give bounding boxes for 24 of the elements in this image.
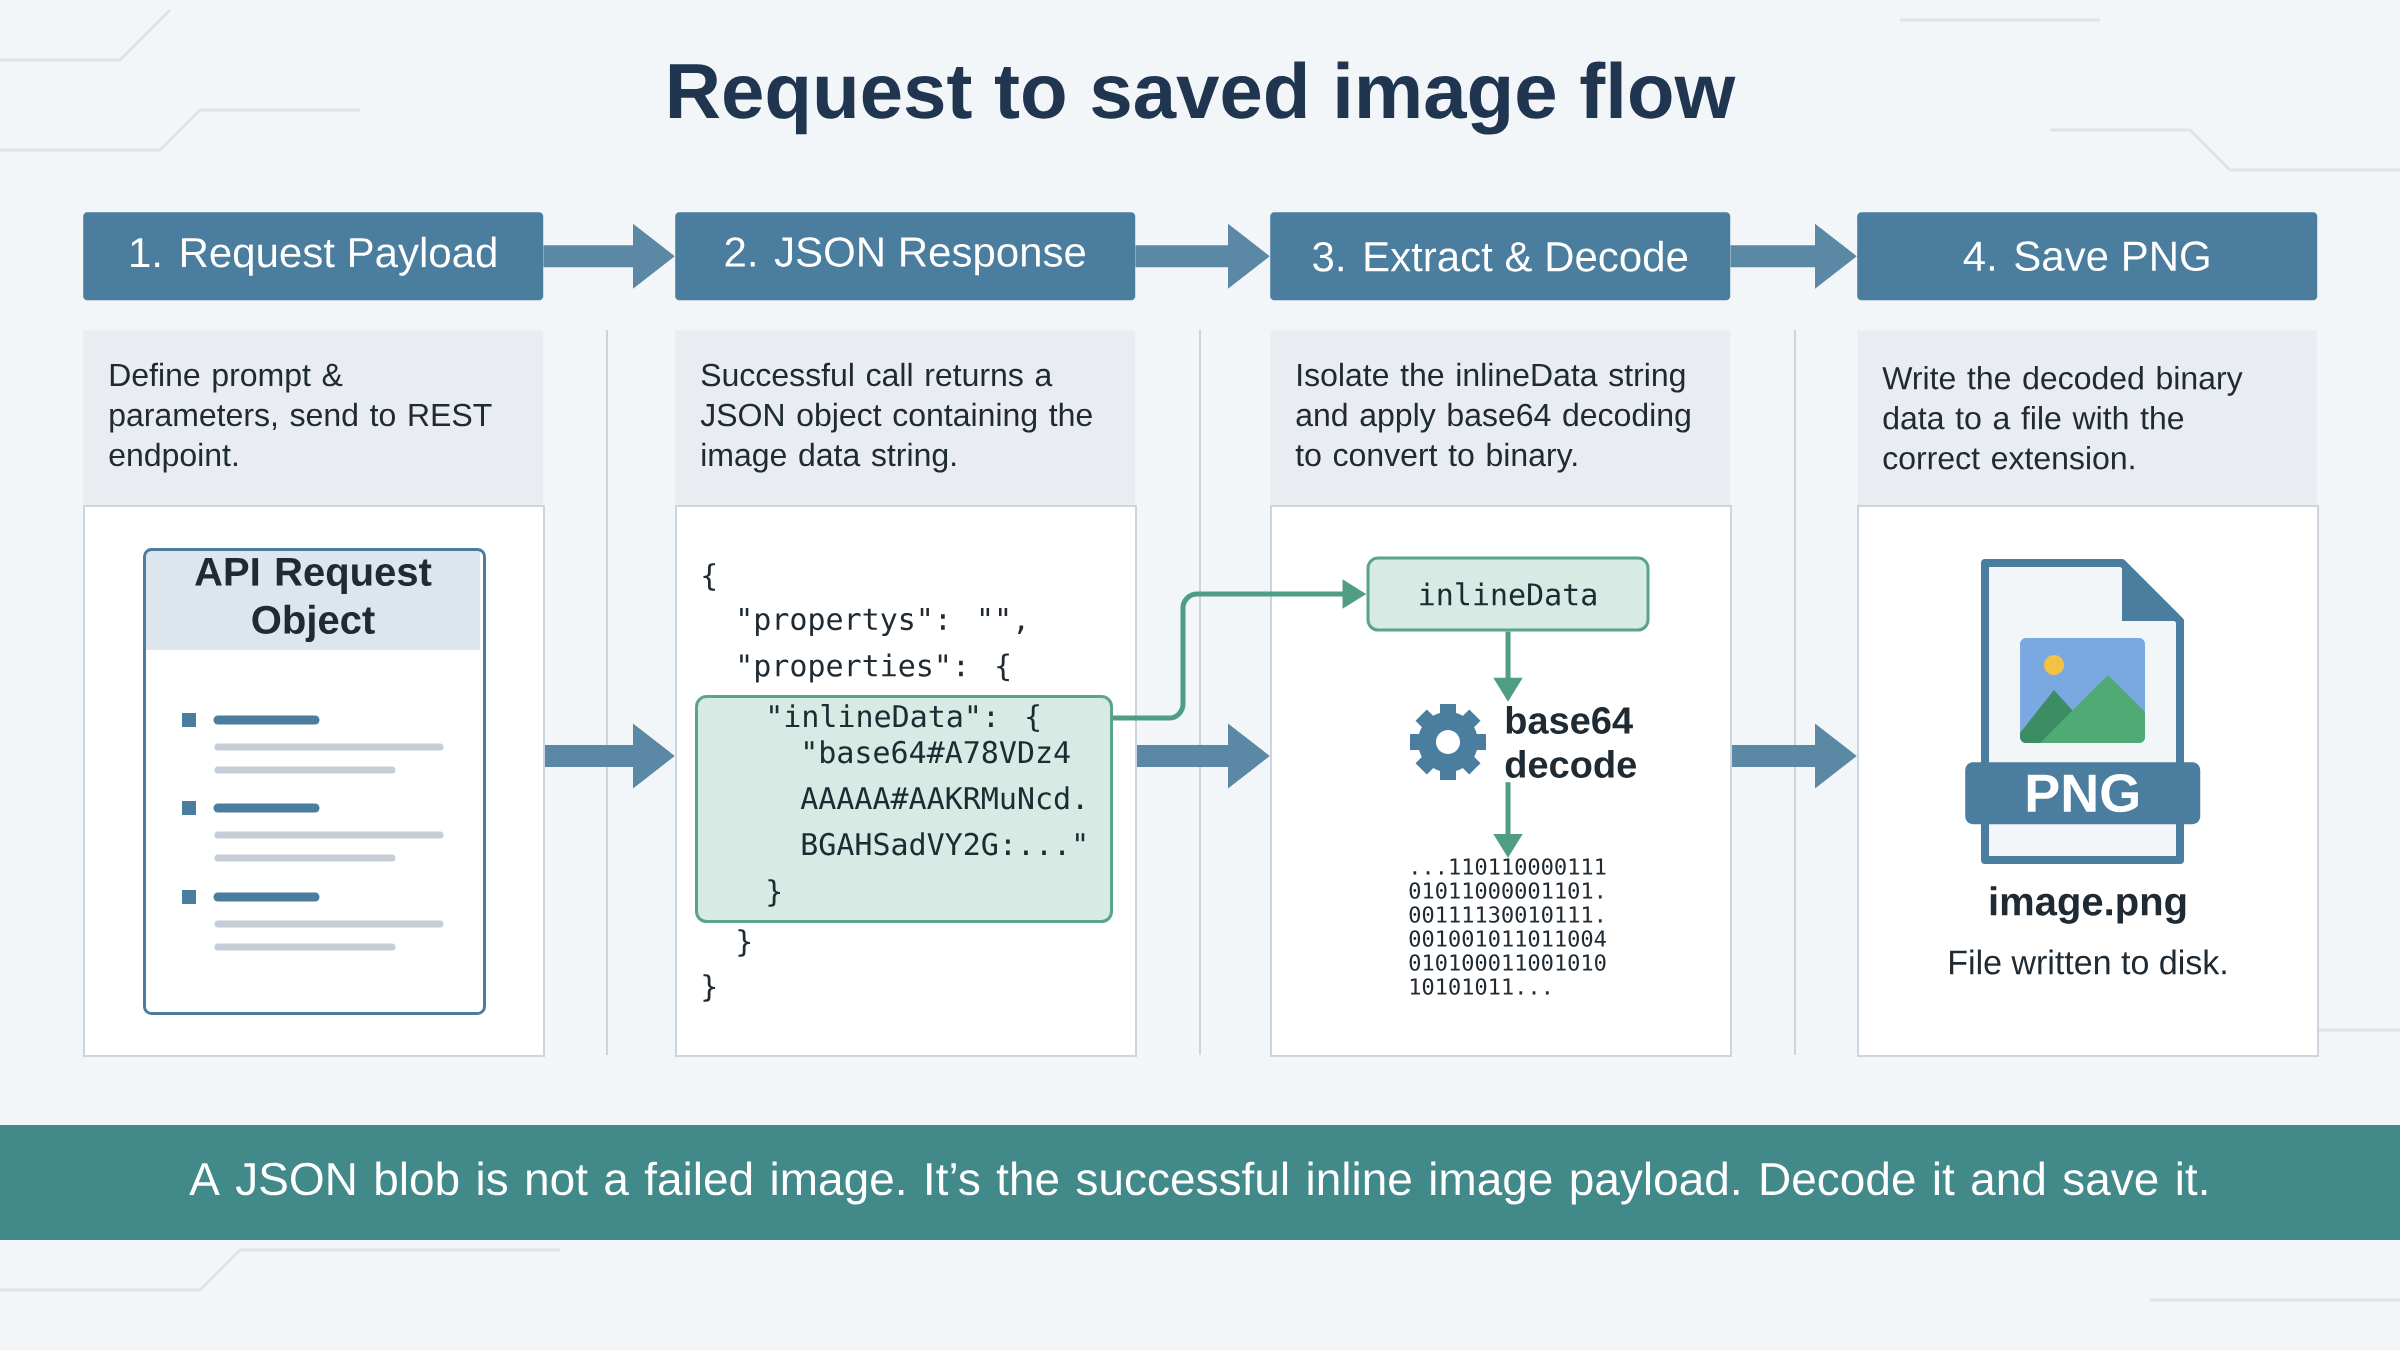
description-panel: Successful call returns a JSON object containing the image data string.: [675, 330, 1136, 506]
description-panel: Isolate the inlineData string and apply base64 decoding to convert to binary.: [1270, 330, 1731, 506]
code-line: "properties": {: [740, 653, 1009, 683]
step-label: base64 decode: [1505, 706, 1636, 778]
description-panel: Write the decoded binary data to a file with the correct extension.: [1857, 330, 2318, 506]
message-banner: A JSON blob is not a failed image. It’s the successful inline image payload. Decode it and save it.: [0, 1125, 2400, 1240]
code-line: {: [703, 563, 716, 591]
file-type-badge: PNG: [1965, 762, 2201, 825]
code-line: "propertys": "",: [740, 607, 1024, 637]
file-caption: image.png: [1990, 886, 2186, 924]
field-box: inlineData: [1366, 556, 1650, 632]
step-header: 1. Request Payload: [83, 212, 544, 301]
title: Request to saved image flow: [669, 61, 1736, 135]
code-line: }: [703, 974, 716, 1002]
highlighted-code-box: "inlineData": { "base64#A78VDz4 AAAAA#AAKRMuNcd. BGAHSadVY2G:..." }: [695, 695, 1113, 923]
content-panel: [1270, 505, 1732, 1057]
code-line: }: [738, 929, 751, 957]
binary-output: ...110110000111 01011000001101. 00111130010111. 001001011011004 010100011001010 10101011...: [1409, 858, 1606, 995]
request-object-card: API Request Object: [143, 548, 486, 1015]
file-caption: File written to disk.: [1950, 949, 2226, 975]
step-header: 4. Save PNG: [1857, 212, 2318, 301]
step-header: 3. Extract & Decode: [1270, 212, 1731, 301]
description-panel: Define prompt & parameters, send to REST endpoint.: [83, 330, 544, 506]
step-header: 2. JSON Response: [675, 212, 1136, 301]
